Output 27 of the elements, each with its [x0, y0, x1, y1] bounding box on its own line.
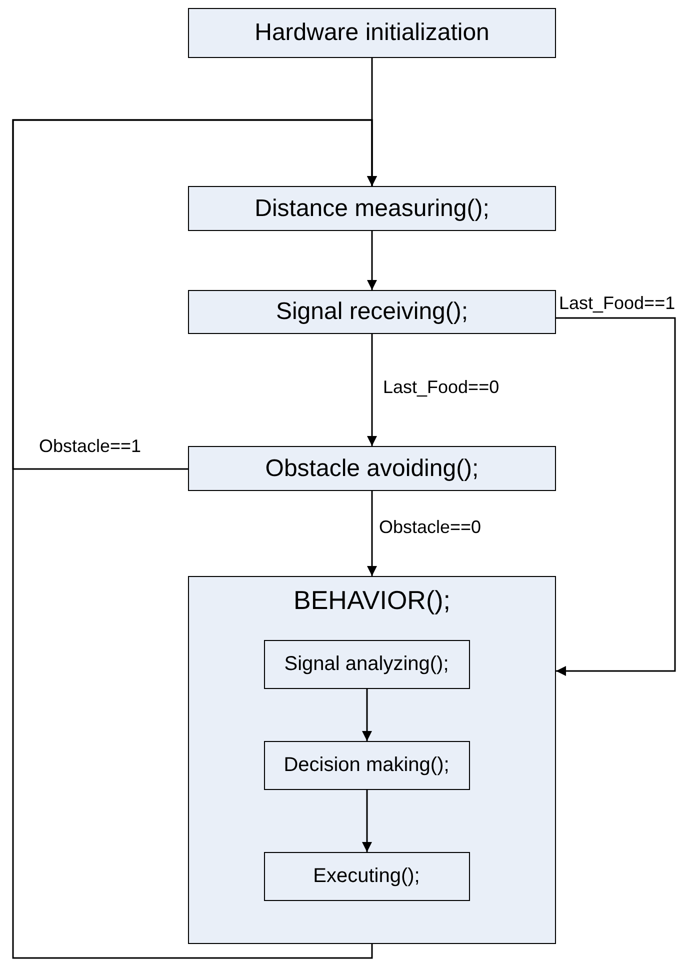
arrow — [12, 119, 377, 959]
arrow — [367, 491, 377, 576]
box-label: Decision making(); — [284, 754, 450, 776]
box-label: Distance measuring(); — [254, 194, 490, 222]
process-box — [264, 740, 470, 790]
box-label: Signal analyzing(); — [284, 652, 449, 676]
box-label: Hardware initialization — [254, 19, 490, 47]
process-box — [264, 640, 470, 688]
box-label: Executing(); — [313, 864, 420, 888]
process-box — [264, 852, 470, 900]
box-label: Obstacle avoiding(); — [265, 454, 479, 482]
box-label: Signal receiving(); — [276, 298, 468, 326]
arrow — [367, 334, 377, 446]
arrow — [556, 317, 676, 676]
group-title: BEHAVIOR(); — [294, 585, 450, 616]
process-box — [188, 290, 556, 334]
arrow — [367, 231, 377, 290]
edge-label: Obstacle==1 — [38, 437, 142, 455]
arrow — [362, 689, 372, 741]
process-box — [188, 446, 556, 491]
group-box — [188, 576, 556, 944]
edge-label: Obstacle==0 — [378, 518, 482, 536]
arrow — [362, 790, 372, 852]
edge-label: Last_Food==1 — [558, 294, 676, 312]
process-box — [188, 8, 556, 58]
process-box — [188, 186, 556, 231]
edge-label: Last_Food==0 — [382, 378, 500, 396]
